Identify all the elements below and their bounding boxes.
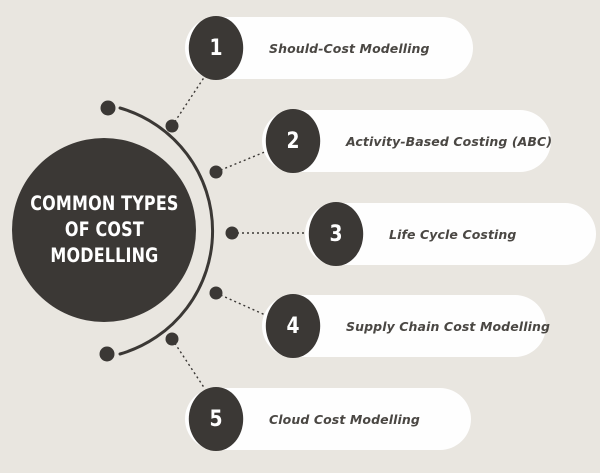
- central-hub: COMMON TYPES OF COST MODELLING: [12, 138, 196, 322]
- list-item[interactable]: 4 Supply Chain Cost Modelling: [262, 294, 550, 358]
- arc-node-4: [209, 286, 223, 300]
- item-number-badge: 5: [188, 387, 244, 451]
- item-number-badge: 4: [265, 294, 321, 358]
- arc-endpoint-dot-bottom: [99, 346, 115, 362]
- item-label: Life Cycle Costing: [389, 226, 517, 242]
- list-item[interactable]: 2 Activity-Based Costing (ABC): [262, 109, 553, 173]
- item-label: Activity-Based Costing (ABC): [346, 133, 553, 149]
- arc-endpoint-dot-top: [100, 100, 116, 116]
- item-number-badge: 1: [188, 16, 244, 80]
- item-label: Supply Chain Cost Modelling: [346, 318, 551, 334]
- item-label: Should-Cost Modelling: [269, 40, 430, 56]
- arc-node-2: [209, 165, 223, 179]
- link-line-5: [171, 338, 206, 390]
- page-title: COMMON TYPES OF COST MODELLING: [29, 192, 179, 267]
- arc-node-1: [165, 119, 179, 133]
- link-line-1: [171, 75, 206, 127]
- list-item[interactable]: 5 Cloud Cost Modelling: [185, 387, 471, 451]
- arc-node-5: [165, 332, 179, 346]
- list-item[interactable]: 3 Life Cycle Costing: [305, 202, 596, 266]
- item-number-badge: 2: [265, 109, 321, 173]
- arc-node-3: [225, 226, 239, 240]
- item-number-badge: 3: [308, 202, 364, 266]
- item-label: Cloud Cost Modelling: [269, 411, 420, 427]
- list-item[interactable]: 1 Should-Cost Modelling: [185, 16, 473, 80]
